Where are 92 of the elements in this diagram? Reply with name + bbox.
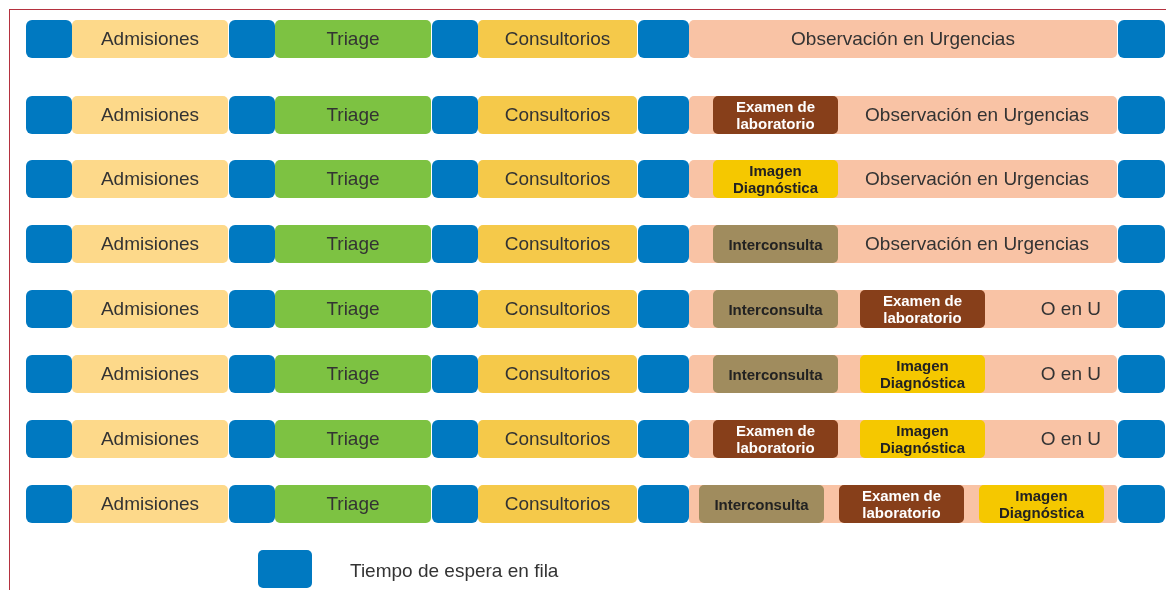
wait-block: [26, 96, 72, 134]
stage-bar: Consultorios: [478, 225, 637, 263]
stage-bar: Admisiones: [72, 420, 228, 458]
step-box: Imagen Diagnóstica: [860, 355, 985, 393]
stage-bar: Admisiones: [72, 355, 228, 393]
observation-band: [689, 225, 1117, 263]
wait-block: [26, 420, 72, 458]
wait-block: [638, 96, 689, 134]
stage-bar: Triage: [275, 160, 431, 198]
stage-bar: Admisiones: [72, 20, 228, 58]
step-box: Examen de laboratorio: [713, 96, 838, 134]
legend-label: Tiempo de espera en fila: [350, 560, 559, 582]
step-box: Examen de laboratorio: [860, 290, 985, 328]
stage-bar: Triage: [275, 20, 431, 58]
stage-bar: Admisiones: [72, 96, 228, 134]
stage-bar: Admisiones: [72, 225, 228, 263]
wait-block: [26, 485, 72, 523]
step-box: Imagen Diagnóstica: [713, 160, 838, 198]
stage-bar: Triage: [275, 420, 431, 458]
observation-band: [689, 20, 1117, 58]
observation-band: [689, 160, 1117, 198]
step-box: Interconsulta: [699, 485, 824, 523]
step-box: Examen de laboratorio: [839, 485, 964, 523]
wait-block: [229, 96, 275, 134]
stage-label: O en U: [1040, 427, 1101, 451]
observation-band: [689, 420, 1117, 458]
stage-bar: Triage: [275, 355, 431, 393]
wait-block: [1118, 20, 1165, 58]
wait-block: [432, 420, 478, 458]
wait-block: [1118, 290, 1165, 328]
wait-block: [638, 225, 689, 263]
wait-block: [26, 20, 72, 58]
wait-block: [432, 96, 478, 134]
wait-block: [638, 485, 689, 523]
wait-block: [432, 290, 478, 328]
wait-block: [229, 485, 275, 523]
stage-label: O en U: [1040, 362, 1101, 386]
wait-block: [1118, 160, 1165, 198]
wait-block: [26, 355, 72, 393]
wait-block: [229, 290, 275, 328]
stage-bar: Admisiones: [72, 485, 228, 523]
stage-bar: Triage: [275, 485, 431, 523]
wait-block: [432, 225, 478, 263]
wait-block: [1118, 355, 1165, 393]
stage-bar: Admisiones: [72, 160, 228, 198]
stage-bar: Consultorios: [478, 160, 637, 198]
wait-block: [1118, 420, 1165, 458]
wait-block: [1118, 96, 1165, 134]
wait-block: [638, 160, 689, 198]
wait-block: [1118, 225, 1165, 263]
observation-band: [689, 355, 1117, 393]
stage-bar: Consultorios: [478, 96, 637, 134]
stage-bar: Consultorios: [478, 290, 637, 328]
wait-block: [26, 290, 72, 328]
stage-label: O en U: [1040, 297, 1101, 321]
wait-block: [432, 485, 478, 523]
wait-block: [1118, 485, 1165, 523]
stage-bar: Consultorios: [478, 485, 637, 523]
wait-block: [638, 290, 689, 328]
step-box: Interconsulta: [713, 290, 838, 328]
stage-bar: Triage: [275, 96, 431, 134]
wait-block: [229, 160, 275, 198]
observation-band: [689, 290, 1117, 328]
stage-bar: Consultorios: [478, 355, 637, 393]
stage-label: Observación en Urgencias: [865, 103, 1089, 127]
stage-bar: Triage: [275, 290, 431, 328]
wait-block: [229, 355, 275, 393]
stage-label: Observación en Urgencias: [865, 232, 1089, 256]
wait-block: [229, 420, 275, 458]
observation-band: [689, 96, 1117, 134]
wait-block: [432, 20, 478, 58]
step-box: Interconsulta: [713, 355, 838, 393]
stage-label: Observación en Urgencias: [865, 167, 1089, 191]
wait-block: [432, 355, 478, 393]
wait-block: [26, 160, 72, 198]
stage-bar: Consultorios: [478, 20, 637, 58]
wait-block: [638, 355, 689, 393]
wait-block: [229, 225, 275, 263]
wait-block: [638, 420, 689, 458]
observation-band: [689, 485, 1117, 523]
stage-bar: Triage: [275, 225, 431, 263]
wait-block: [229, 20, 275, 58]
step-box: Interconsulta: [713, 225, 838, 263]
step-box: Examen de laboratorio: [713, 420, 838, 458]
stage-bar: Consultorios: [478, 420, 637, 458]
wait-block: [638, 20, 689, 58]
stage-label: Observación en Urgencias: [791, 27, 1015, 51]
wait-block: [26, 225, 72, 263]
stage-bar: Admisiones: [72, 290, 228, 328]
step-box: Imagen Diagnóstica: [860, 420, 985, 458]
wait-block: [432, 160, 478, 198]
step-box: Imagen Diagnóstica: [979, 485, 1104, 523]
